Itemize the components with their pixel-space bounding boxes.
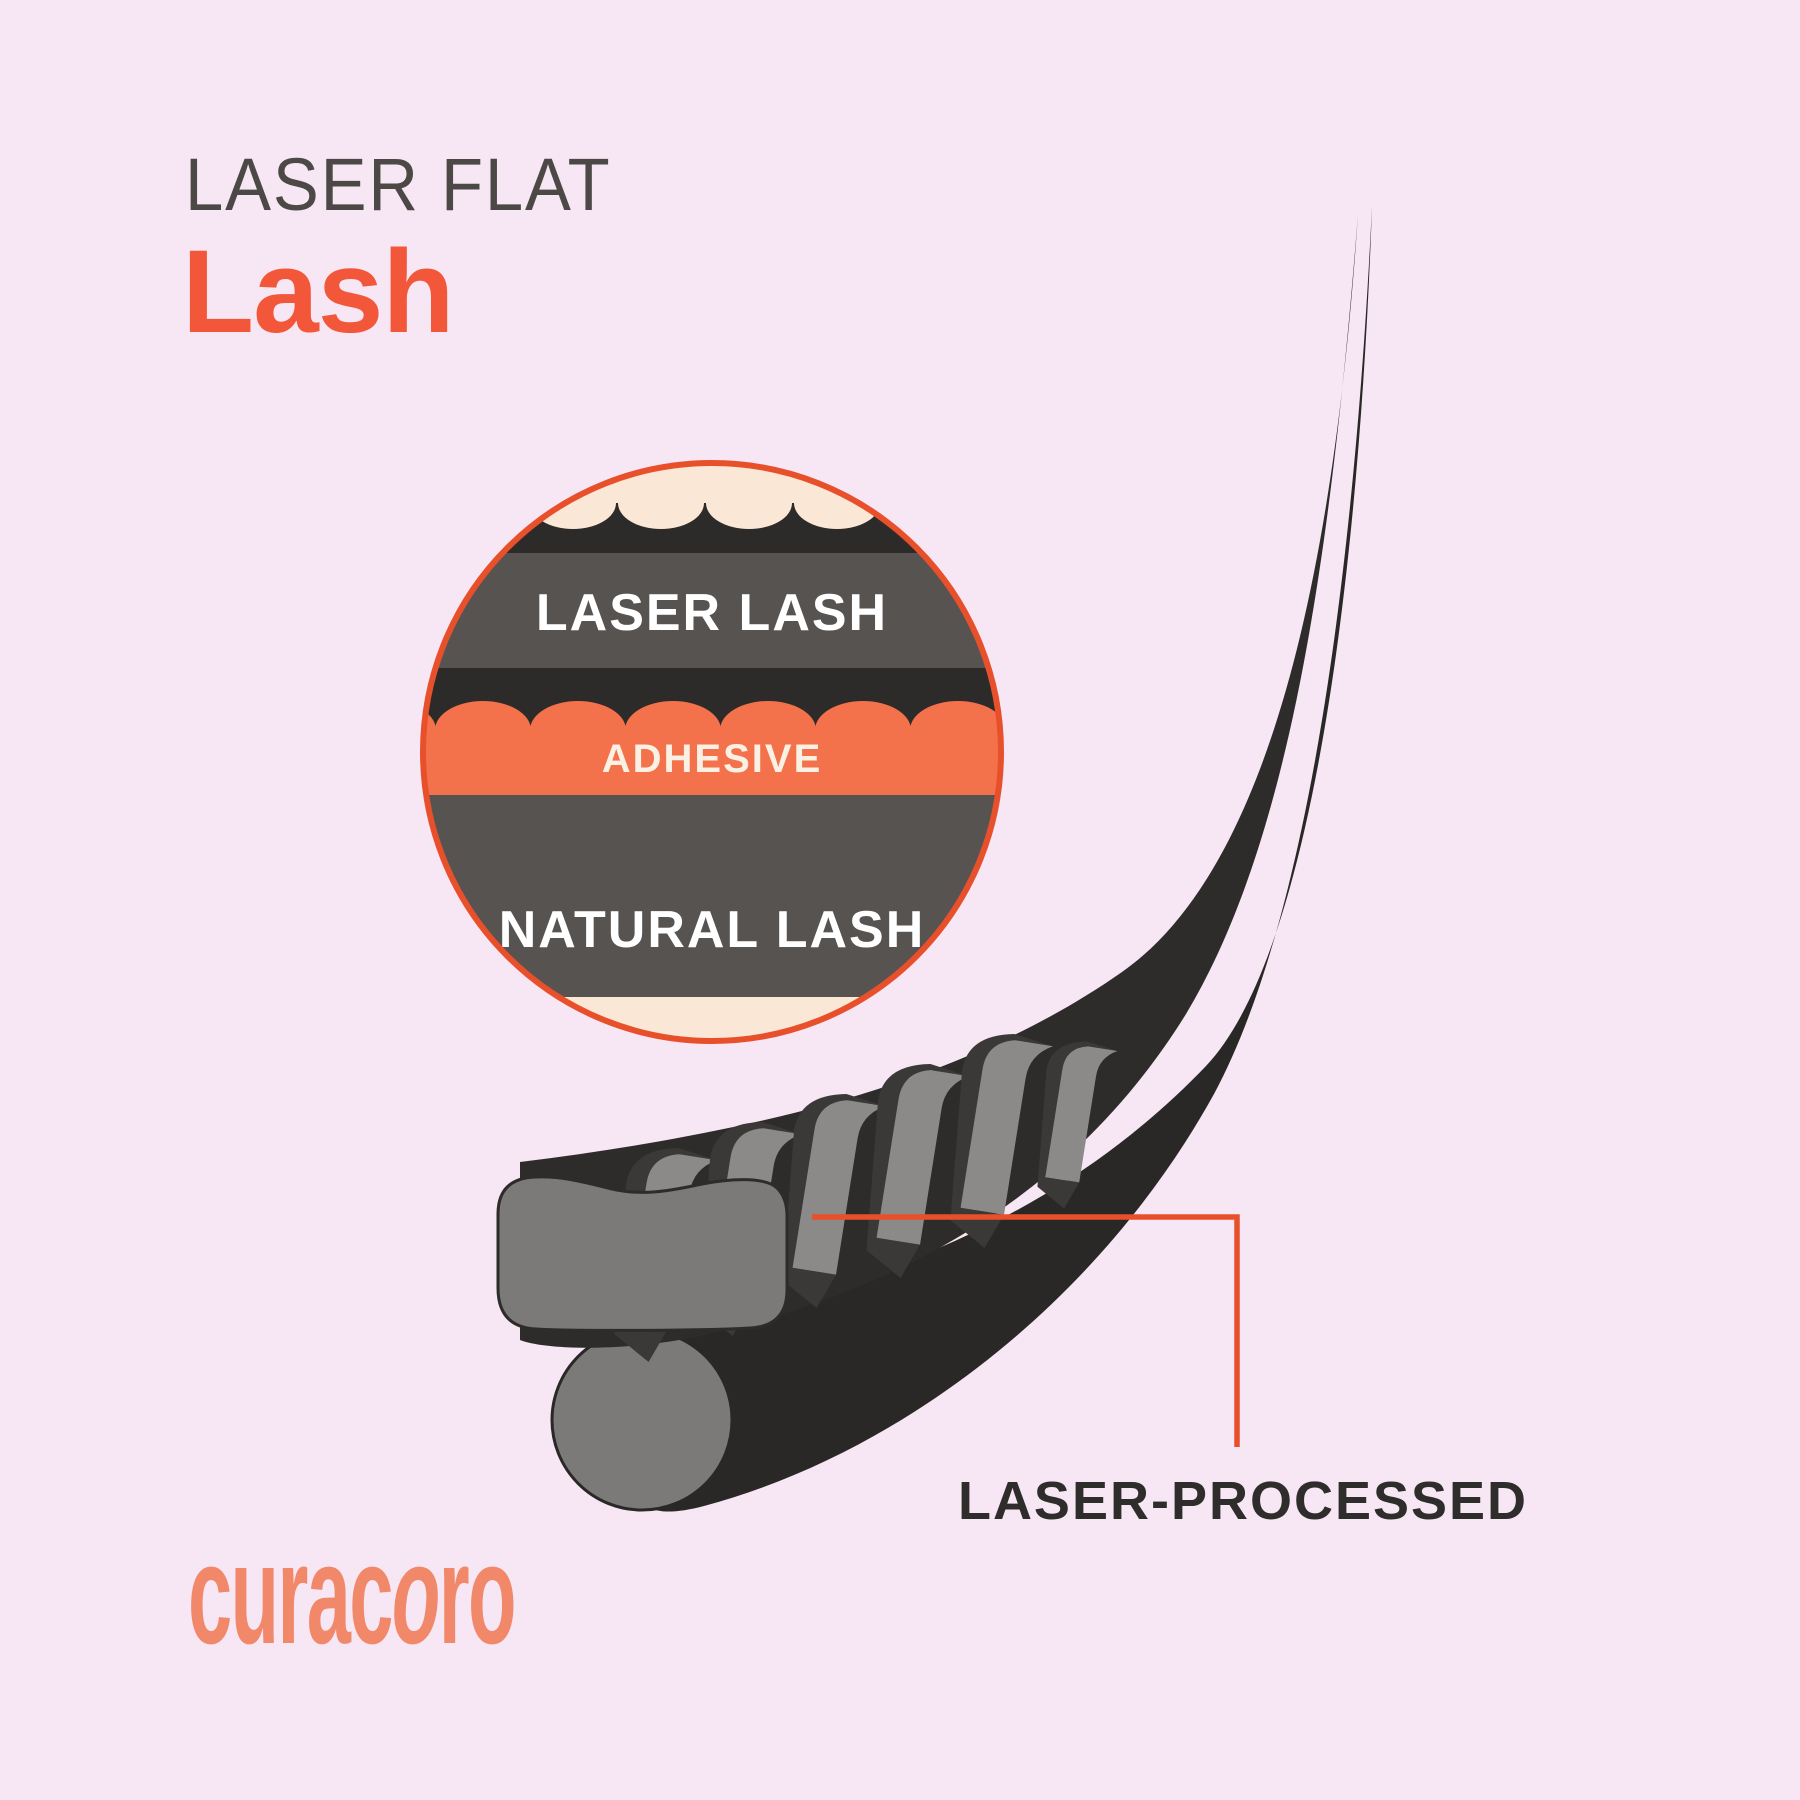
title-eyebrow: LASER FLAT [185,143,612,226]
natural-lash-layer [424,795,1000,997]
scallop [1005,701,1101,759]
laser-lash-layer [424,553,1000,668]
magnifier-outline [420,460,1004,1044]
magnifier-circle: LASER LASH ADHESIVE NATURAL LASH [424,464,1101,1040]
adhesive-layer [424,730,1000,795]
scallop [424,477,440,529]
flap-face [960,1040,1053,1215]
laser-lash-body [520,214,1358,1348]
laser-flap-4 [866,1064,969,1278]
flap-face [1045,1046,1118,1183]
flap-shadow [782,1094,885,1308]
scallop [882,477,968,529]
laser-lash-end-cap [496,1175,789,1332]
callout-label: LASER-PROCESSED [957,1471,1529,1531]
flap-face [792,1100,885,1275]
scallop [970,477,1000,529]
magnifier-label-adhesive: ADHESIVE [602,737,823,781]
callout-line [812,1214,1240,1447]
magnifier-label-laser-lash: LASER LASH [536,584,888,642]
title-heading: Lash [182,226,454,358]
natural-lash-end-cap [550,1328,734,1512]
magnifier-label-natural-lash: NATURAL LASH [499,901,926,959]
flap-face [876,1070,969,1245]
laser-flap-3 [782,1094,885,1308]
flap-shadow [698,1122,801,1336]
brand-logo-prefix: curac [188,1515,393,1674]
laser-flap-6 [1037,1041,1118,1209]
brand-logo: curacoro [188,1524,517,1666]
flap-shadow [950,1034,1053,1248]
brand-logo-italic-o: o [391,1515,441,1674]
scallop [706,477,792,529]
flap-shadow [866,1064,969,1278]
laser-flap-5 [950,1034,1053,1248]
scallop [618,477,704,529]
brand-logo-suffix: ro [438,1515,517,1674]
scallop [794,477,880,529]
scallop [442,477,528,529]
flap-shadow [1037,1041,1118,1209]
